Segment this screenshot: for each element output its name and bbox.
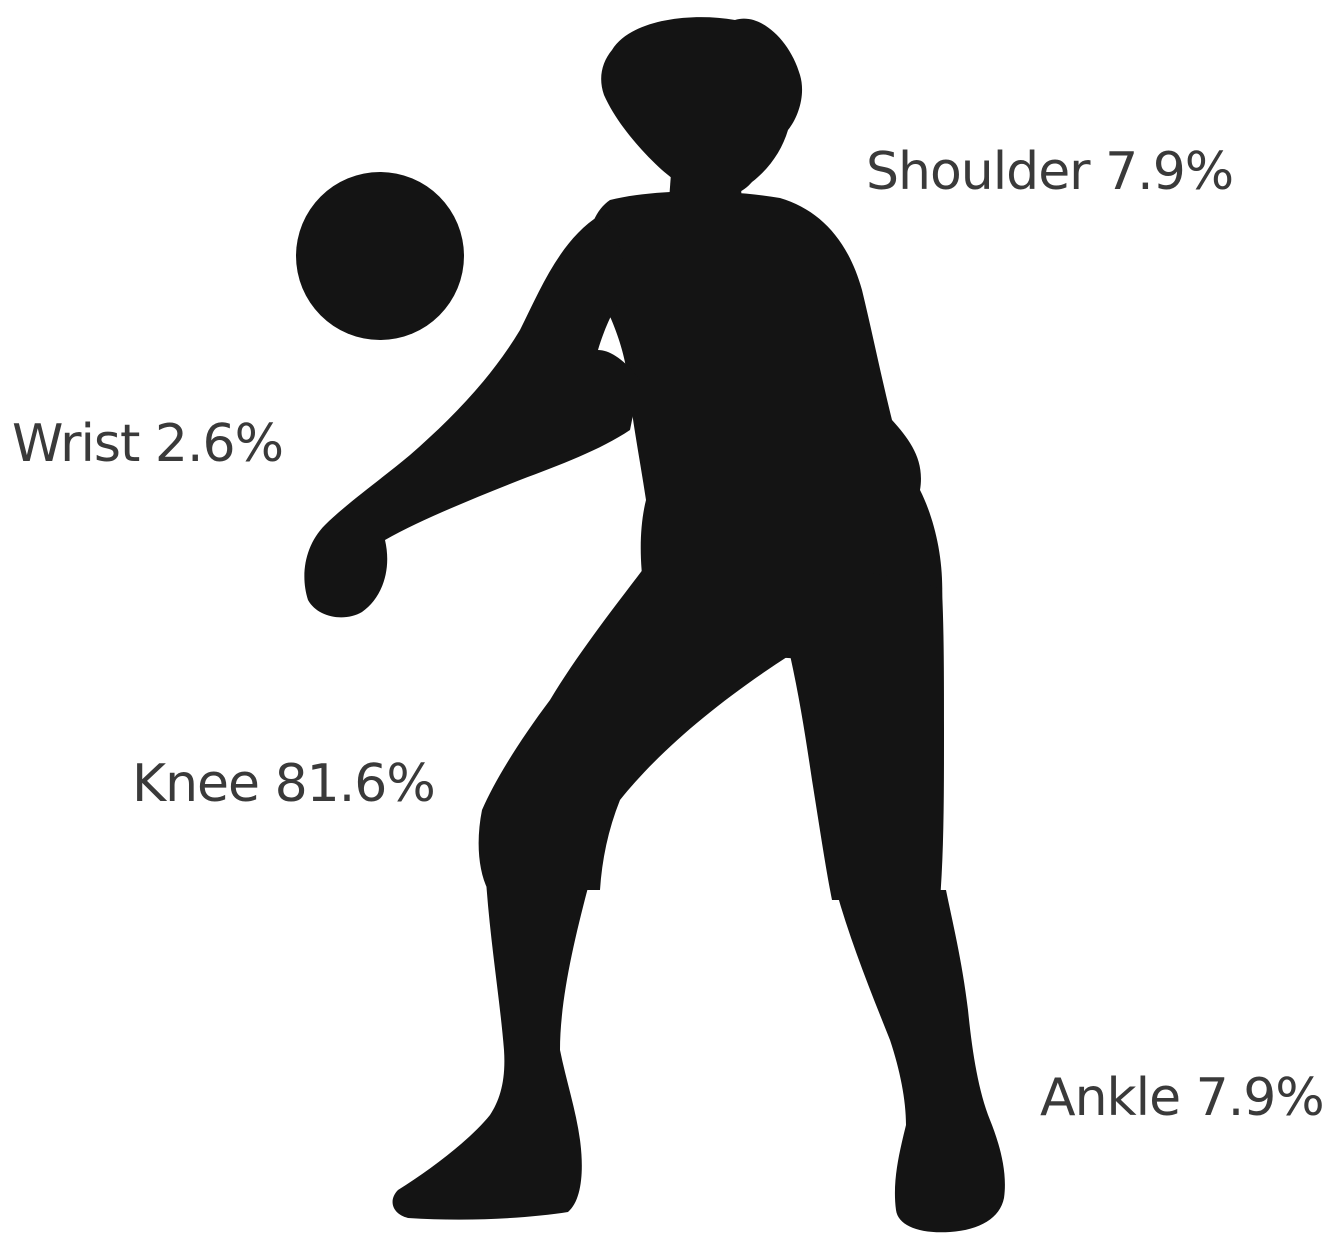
player-hips xyxy=(479,560,944,900)
player-left-leg xyxy=(393,880,590,1220)
ankle-injury-label: Ankle 7.9% xyxy=(1040,1072,1324,1124)
shoulder-injury-label: Shoulder 7.9% xyxy=(866,146,1233,198)
wrist-injury-label: Wrist 2.6% xyxy=(12,418,283,470)
volleyball-ball xyxy=(296,172,464,340)
knee-injury-label: Knee 81.6% xyxy=(132,758,435,810)
player-right-leg xyxy=(836,890,1005,1232)
